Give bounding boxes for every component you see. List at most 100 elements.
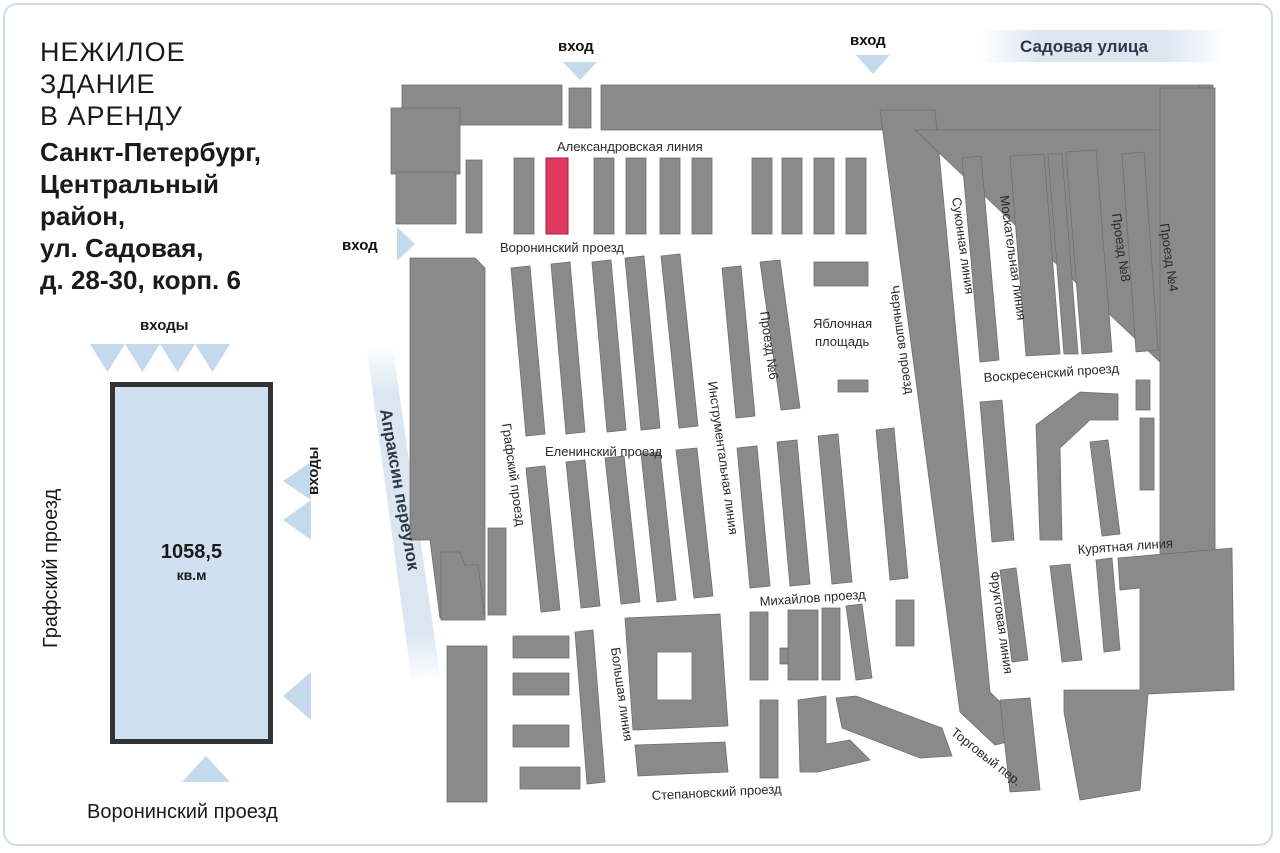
building-top-8 bbox=[781, 157, 803, 235]
address-line-3: район, bbox=[40, 201, 126, 231]
building-e-9 bbox=[1135, 379, 1151, 411]
building-r3-5 bbox=[675, 447, 714, 599]
building-e-12 bbox=[1049, 563, 1083, 663]
building-south-wedge-2 bbox=[835, 695, 953, 759]
building-small-1 bbox=[465, 159, 483, 234]
building-mikh-5 bbox=[895, 599, 915, 647]
building-e-3 bbox=[1047, 153, 1079, 355]
area-value: 1058,5 bbox=[160, 541, 223, 563]
building-e-4 bbox=[1065, 149, 1113, 355]
building-e-10 bbox=[1139, 417, 1155, 491]
gate-arrow-north-2 bbox=[856, 55, 890, 74]
building-sw-1 bbox=[512, 635, 570, 659]
building-r2-2 bbox=[550, 261, 586, 435]
building-top-7 bbox=[751, 157, 773, 235]
building-bolshaya bbox=[574, 629, 606, 785]
label-grafsky: Графский проезд bbox=[499, 422, 528, 527]
building-r3-4 bbox=[640, 451, 677, 603]
building-r2-6 bbox=[721, 265, 756, 419]
building-nw-small bbox=[395, 171, 457, 225]
building-e-5 bbox=[1121, 151, 1159, 353]
building-r3-9 bbox=[875, 427, 909, 581]
building-nw-corner bbox=[390, 107, 461, 175]
building-e-1 bbox=[961, 155, 1000, 363]
building-r2-4 bbox=[624, 255, 661, 431]
address-line-4: ул. Садовая, bbox=[40, 233, 204, 263]
building-sw-long bbox=[446, 645, 488, 803]
title-line-2: ЗДАНИЕ bbox=[40, 69, 156, 99]
building-e-11 bbox=[999, 567, 1029, 663]
label-yablochnaya-2: площадь bbox=[815, 334, 870, 349]
label-yablochnaya-1: Яблочная bbox=[813, 316, 872, 331]
building-court bbox=[624, 613, 729, 731]
entrance-arrows-top bbox=[90, 344, 230, 372]
label-eleninsky: Еленинский проезд bbox=[545, 444, 663, 459]
entrance-arrows-right bbox=[283, 462, 311, 540]
building-r2-5 bbox=[660, 253, 699, 429]
label-aleksandrovskaya: Александровская линия bbox=[557, 139, 703, 154]
apraksin-road bbox=[367, 343, 440, 683]
gate-label-2: вход bbox=[850, 32, 886, 49]
building-south-1 bbox=[634, 741, 729, 777]
building-mikh-1 bbox=[749, 611, 769, 681]
building-sw-4 bbox=[519, 766, 581, 790]
gate-arrow-north-1 bbox=[563, 62, 597, 80]
building-r3-2 bbox=[565, 459, 601, 609]
building-top-6 bbox=[691, 157, 713, 235]
address-line-5: д. 28-30, корп. 6 bbox=[40, 265, 241, 295]
floor-plan: 1058,5 кв.м bbox=[110, 382, 273, 744]
building-top-4 bbox=[625, 157, 647, 235]
entrance-arrow-bottom bbox=[182, 756, 230, 782]
bottom-street-label: Воронинский проезд bbox=[87, 801, 278, 823]
address-line-2: Центральный bbox=[40, 169, 219, 199]
building-r3-3 bbox=[604, 455, 641, 605]
gate-label-1: вход bbox=[558, 38, 594, 55]
building-e-8 bbox=[1089, 439, 1121, 537]
building-yablochnaya bbox=[813, 261, 869, 287]
building-top-1 bbox=[513, 157, 535, 235]
label-voroninsky: Воронинский проезд bbox=[500, 240, 624, 255]
building-south-wedge-1 bbox=[797, 695, 871, 773]
building-r2-3 bbox=[591, 259, 627, 433]
building-e-6 bbox=[979, 399, 1015, 543]
building-e-7 bbox=[1035, 391, 1119, 541]
building-mikh-2 bbox=[787, 609, 819, 681]
building-e-13 bbox=[1095, 557, 1121, 653]
building-yablochnaya-small bbox=[837, 379, 869, 393]
label-kuryatnaya: Курятная линия bbox=[1077, 535, 1173, 557]
label-voskresensky: Воскресенский проезд bbox=[983, 361, 1120, 385]
gate-arrow-west bbox=[397, 227, 415, 261]
building-west-small bbox=[440, 551, 486, 621]
building-south-2 bbox=[759, 699, 779, 779]
gate-label-3: вход bbox=[342, 237, 378, 254]
building-r2-1 bbox=[510, 265, 546, 437]
title-line-1: НЕЖИЛОЕ bbox=[40, 37, 186, 67]
building-gate-post bbox=[568, 87, 592, 129]
building-west-narrow bbox=[487, 527, 507, 616]
entrance-arrow-right-lower bbox=[283, 672, 311, 720]
building-top-9 bbox=[813, 157, 835, 235]
label-sadovaya: Садовая улица bbox=[1020, 37, 1149, 56]
building-sw-2 bbox=[512, 672, 570, 696]
highlighted-building bbox=[545, 157, 569, 235]
building-r3-1 bbox=[525, 465, 561, 613]
address-line-1: Санкт-Петербург, bbox=[40, 137, 262, 167]
building-r3-7 bbox=[776, 439, 811, 587]
building-se-large bbox=[1063, 547, 1235, 801]
sadovaya-road bbox=[980, 30, 1225, 62]
title-line-3: В АРЕНДУ bbox=[40, 101, 183, 131]
label-mikhailov: Михайлов проезд bbox=[759, 587, 866, 609]
building-top-5 bbox=[659, 157, 681, 235]
building-r3-6 bbox=[736, 445, 771, 589]
building-mikh-3 bbox=[821, 607, 841, 681]
entrances-top-label: входы bbox=[140, 317, 189, 334]
building-r3-8 bbox=[817, 433, 853, 585]
building-top-3 bbox=[593, 157, 615, 235]
building-mikh-4 bbox=[845, 603, 873, 681]
building-east-wing bbox=[1159, 87, 1216, 559]
building-torgovy bbox=[999, 697, 1041, 793]
area-unit: кв.м bbox=[176, 567, 207, 583]
building-sw-3 bbox=[512, 724, 570, 748]
page-frame bbox=[3, 3, 1273, 846]
label-stepanovsky: Степановский проезд bbox=[651, 781, 782, 803]
